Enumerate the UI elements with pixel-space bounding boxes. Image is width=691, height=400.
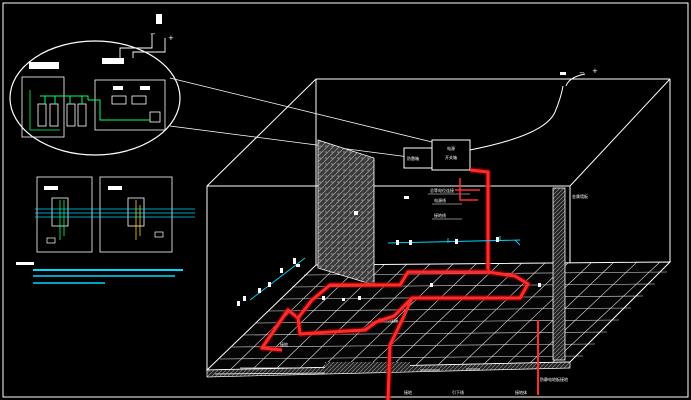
top-minus-terminal: −	[150, 30, 156, 38]
svg-text:接地体: 接地体	[515, 389, 527, 395]
surge-box: 防雷箱	[403, 147, 433, 169]
svg-text:电源线: 电源线	[434, 197, 446, 203]
svg-text:电源: 电源	[447, 145, 455, 151]
svg-text:防雷箱: 防雷箱	[407, 155, 419, 161]
connector-icon	[237, 211, 541, 306]
right-minus-terminal: −	[579, 69, 585, 77]
svg-text:开关箱: 开关箱	[445, 154, 457, 160]
detail-bubble: − +	[9, 14, 433, 161]
power-switch-box: 电源 开关箱	[431, 139, 471, 171]
svg-text:防静电地板接地: 防静电地板接地	[540, 376, 568, 382]
svg-text:总等电位连接: 总等电位连接	[430, 187, 454, 193]
svg-text:接地: 接地	[280, 341, 288, 347]
svg-text:接地: 接地	[404, 389, 412, 395]
side-wall-panel	[552, 187, 566, 361]
top-plus-terminal: +	[168, 34, 174, 42]
svg-text:金属墙板: 金属墙板	[572, 193, 588, 199]
ground-terminal-icon	[214, 367, 480, 375]
supply-cable	[469, 85, 564, 151]
floor-hatch-strip	[325, 362, 410, 370]
cabinet-wall-panel	[317, 139, 375, 286]
grounding-bus	[259, 167, 539, 400]
svg-text:接地线: 接地线	[434, 212, 446, 218]
svg-text:引下线: 引下线	[452, 389, 464, 395]
section-details	[35, 176, 195, 253]
legend	[16, 262, 183, 284]
right-plus-terminal: +	[592, 67, 598, 75]
